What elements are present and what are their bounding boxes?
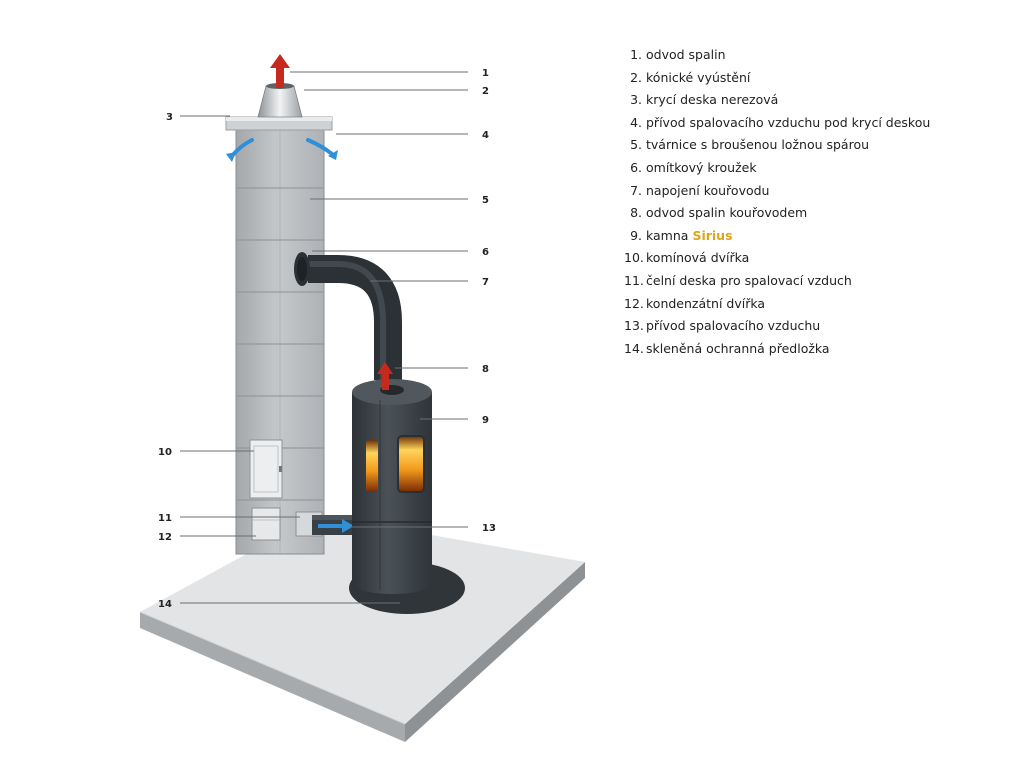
stove-window-front	[398, 436, 424, 492]
callout-12: 12	[158, 532, 172, 543]
legend-item: 5.tvárnice s broušenou ložnou spárou	[630, 137, 870, 153]
exhaust-arrow-icon	[377, 362, 393, 390]
legend-item: 2.kónické vyústění	[630, 69, 751, 85]
callout-9: 9	[482, 415, 489, 426]
callout-8: 8	[482, 364, 489, 375]
callout-14: 14	[158, 599, 172, 610]
callout-4: 4	[482, 130, 489, 141]
air-supply-duct	[295, 511, 357, 537]
legend-item: 4.přívod spalovacího vzduchu pod krycí d…	[630, 114, 931, 130]
callout-3: 3	[166, 112, 173, 123]
flue-pipe	[308, 255, 402, 380]
legend-item: 13.přívod spalovacího vzduchu	[624, 318, 821, 334]
callout-1: 1	[482, 68, 489, 79]
air-intake-arrow-icon	[226, 152, 236, 162]
condensate-door	[251, 507, 281, 541]
legend-highlight-brand: Sirius	[692, 227, 733, 243]
legend-item: 6.omítkový kroužek	[630, 159, 757, 175]
legend-item: 7.napojení kouřovodu	[630, 182, 770, 198]
callout-2: 2	[482, 86, 489, 97]
floor-slab	[139, 515, 585, 742]
cover-plate	[225, 116, 333, 131]
legend-item: 14.skleněná ochranná předložka	[624, 340, 830, 356]
legend-item: 3.krycí deska nerezová	[630, 92, 779, 108]
legend-item: 10.komínová dvířka	[624, 250, 750, 266]
legend-item: 8.odvod spalin kouřovodem	[630, 205, 808, 221]
callout-leader-lines	[180, 71, 468, 604]
callout-10: 10	[158, 447, 172, 458]
air-intake-arrow-icon	[328, 150, 338, 160]
conical-outlet	[257, 83, 303, 118]
legend-item: 1.odvod spalin	[630, 47, 726, 62]
callout-7: 7	[482, 277, 489, 288]
legend-item: 11.čelní deska pro spalovací vzduch	[624, 272, 852, 288]
callout-5: 5	[482, 195, 489, 206]
parts-legend: 1.odvod spalin 2.kónické vyústění 3.kryc…	[624, 46, 930, 362]
callout-6: 6	[482, 247, 489, 258]
stove-sirius	[352, 379, 432, 594]
legend-item: 12.kondenzátní dvířka	[624, 295, 766, 311]
chimney-cleanout-door	[249, 439, 283, 499]
callout-13: 13	[482, 523, 496, 534]
plaster-ring	[294, 252, 310, 286]
callout-11: 11	[158, 513, 172, 524]
exhaust-arrow-icon	[270, 54, 290, 88]
legend-item: 9.kamna Sirius	[630, 227, 733, 243]
stove-window-side	[366, 440, 378, 492]
